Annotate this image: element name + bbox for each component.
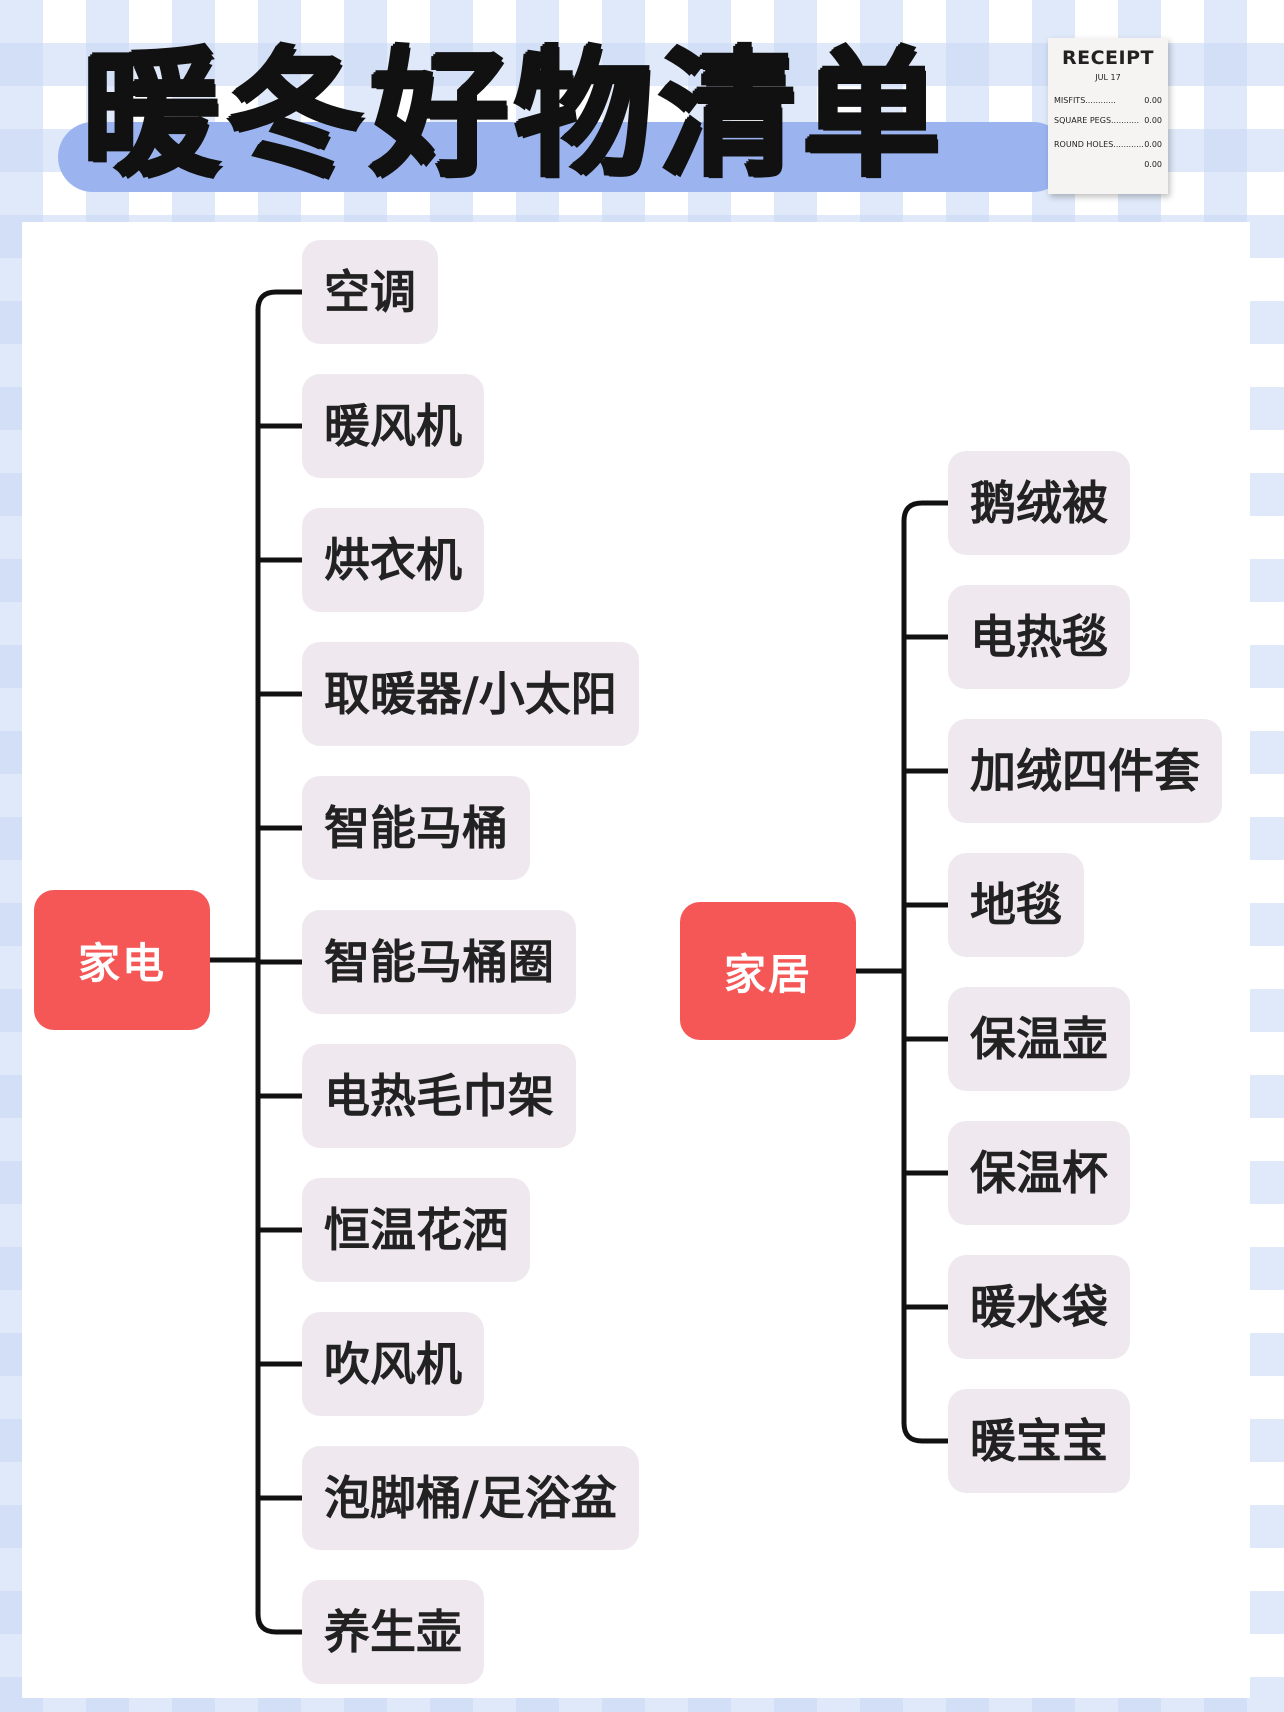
left-item-node: 吹风机: [302, 1312, 484, 1416]
left-item-node: 空调: [302, 240, 438, 344]
left-item-node: 取暖器/小太阳: [302, 642, 639, 746]
left-item-node: 电热毛巾架: [302, 1044, 576, 1148]
right-root-node: 家居: [680, 902, 856, 1040]
left-branch-connector: [258, 292, 302, 310]
right-item-node: 保温壶: [948, 987, 1130, 1091]
right-branch-connector: [904, 1423, 948, 1441]
right-item-node: 加绒四件套: [948, 719, 1222, 823]
right-item-node: 保温杯: [948, 1121, 1130, 1225]
left-item-node: 暖风机: [302, 374, 484, 478]
left-root-node: 家电: [34, 890, 210, 1030]
left-branch-connector: [258, 1614, 302, 1632]
left-item-node: 智能马桶圈: [302, 910, 576, 1014]
right-branch-connector: [904, 503, 948, 521]
right-item-node: 电热毯: [948, 585, 1130, 689]
right-item-node: 地毯: [948, 853, 1084, 957]
left-item-node: 养生壶: [302, 1580, 484, 1684]
right-item-node: 鹅绒被: [948, 451, 1130, 555]
left-item-node: 泡脚桶/足浴盆: [302, 1446, 639, 1550]
right-item-node: 暖水袋: [948, 1255, 1130, 1359]
left-item-node: 烘衣机: [302, 508, 484, 612]
left-item-node: 恒温花洒: [302, 1178, 530, 1282]
right-item-node: 暖宝宝: [948, 1389, 1130, 1493]
left-item-node: 智能马桶: [302, 776, 530, 880]
